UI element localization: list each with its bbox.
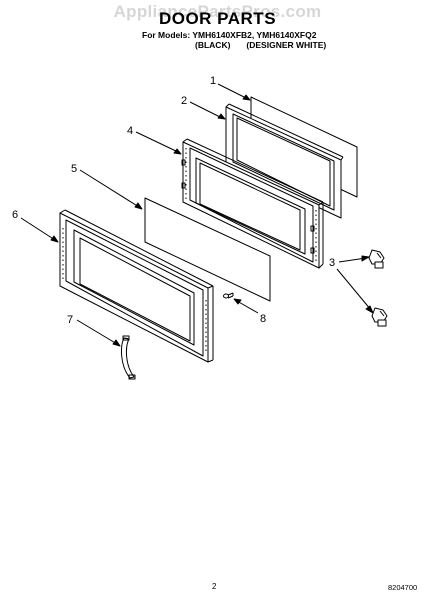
part-number-label: 2 <box>181 95 187 107</box>
part-number-label: 3 <box>329 257 335 269</box>
part-number-label: 8 <box>260 313 266 325</box>
leader-lines <box>20 83 374 347</box>
part-inner-door-frame <box>181 138 324 269</box>
document-number: 8204700 <box>388 583 418 592</box>
part-screw <box>223 292 234 299</box>
part-number-label: 5 <box>71 163 77 175</box>
part-latch-hook-lower <box>371 307 388 327</box>
variant-black: (BLACK) <box>195 40 231 50</box>
part-door-handle <box>121 335 136 380</box>
models-line: For Models: YMH6140XFB2, YMH6140XFQ2 <box>142 30 317 40</box>
part-number-label: 4 <box>127 125 133 137</box>
part-choke-cover <box>144 197 271 302</box>
watermark: AppliancePartsPros.com <box>113 2 322 21</box>
variants-line: (BLACK) (DESIGNER WHITE) <box>195 40 342 50</box>
part-glass-gasket-frame <box>225 103 344 219</box>
part-number-label: 6 <box>12 209 18 221</box>
page-number: 2 <box>212 582 217 591</box>
part-number-label: 1 <box>210 75 216 87</box>
part-latch-hook-upper <box>368 249 385 269</box>
page-title: DOOR PARTS <box>158 9 277 28</box>
part-outer-door-frame <box>59 209 214 363</box>
variant-white: (DESIGNER WHITE) <box>246 40 327 50</box>
part-number-labels: 1 2 3 4 5 6 7 8 <box>12 75 335 326</box>
part-number-label: 7 <box>67 314 73 326</box>
